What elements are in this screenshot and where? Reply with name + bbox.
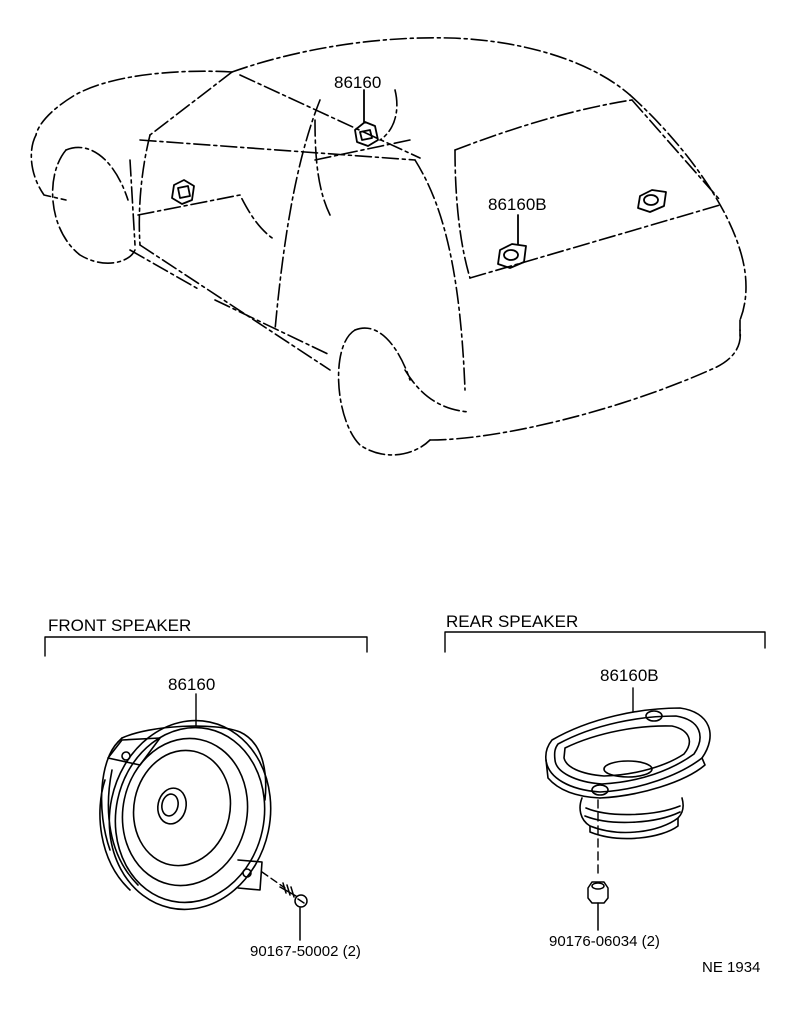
rear-speaker-drawing <box>545 707 711 840</box>
rear-speaker-title: REAR SPEAKER <box>446 612 579 631</box>
front-screw-path <box>261 871 286 889</box>
callout-rear-speaker-car: 86160B <box>488 195 547 214</box>
car-rear-speaker-left-mark <box>497 214 527 269</box>
callout-front-speaker-car: 86160 <box>334 73 382 92</box>
rear-nut-drawing <box>587 881 609 931</box>
front-speaker-part-number: 86160 <box>168 675 216 694</box>
rear-nut-part-number: 90176-06034 (2) <box>549 933 660 950</box>
car-outline <box>30 36 747 456</box>
front-screw-part-number: 90167-50002 (2) <box>250 943 361 960</box>
car-front-speaker-mark <box>354 89 379 147</box>
front-speaker-title: FRONT SPEAKER <box>48 616 192 635</box>
front-section-bracket <box>44 636 368 657</box>
car-door-speaker-mark <box>171 179 195 205</box>
figure-code: NE 1934 <box>702 959 761 976</box>
front-speaker-drawing <box>99 719 272 911</box>
rear-section-bracket <box>444 631 766 653</box>
car-rear-speaker-right-mark <box>637 189 667 213</box>
rear-speaker-part-number: 86160B <box>600 666 659 685</box>
front-screw-drawing <box>279 882 308 941</box>
